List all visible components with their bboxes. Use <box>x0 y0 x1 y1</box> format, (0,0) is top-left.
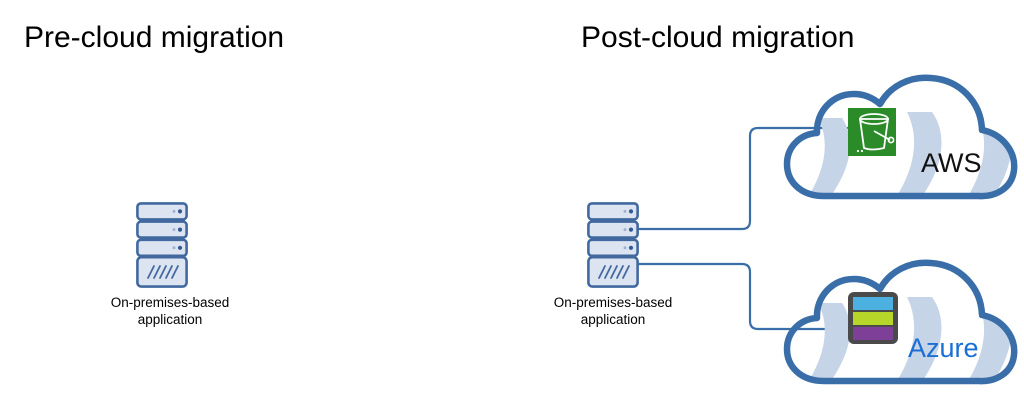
server-bay <box>136 202 188 221</box>
azure-storage-icon <box>848 292 898 344</box>
server-bay <box>587 238 639 258</box>
server-caption-left: On-premises-based application <box>110 295 230 327</box>
server-bay <box>587 220 639 239</box>
server-body <box>136 255 188 288</box>
server-bay <box>136 238 188 258</box>
server-vent-slashes <box>598 265 630 279</box>
server-rack-icon-right <box>587 202 639 288</box>
server-vent-slashes <box>147 265 179 279</box>
server-caption-right: On-premises-based application <box>553 295 673 327</box>
panel-title-pre-cloud: Pre-cloud migration <box>24 21 285 54</box>
server-bay <box>587 202 639 221</box>
aws-cloud-outline <box>783 74 1018 200</box>
azure-cloud-label: Azure <box>908 333 979 363</box>
aws-cloud-label: AWS <box>921 148 982 178</box>
server-bay <box>136 220 188 239</box>
server-rack-icon-left <box>136 202 188 288</box>
azure-cloud-outline <box>783 259 1018 385</box>
connector-server-to-azure <box>637 262 864 331</box>
server-body <box>587 255 639 288</box>
panel-title-post-cloud: Post-cloud migration <box>581 21 855 54</box>
s3-bucket-icon <box>848 108 896 156</box>
connector-server-to-aws <box>637 126 862 231</box>
